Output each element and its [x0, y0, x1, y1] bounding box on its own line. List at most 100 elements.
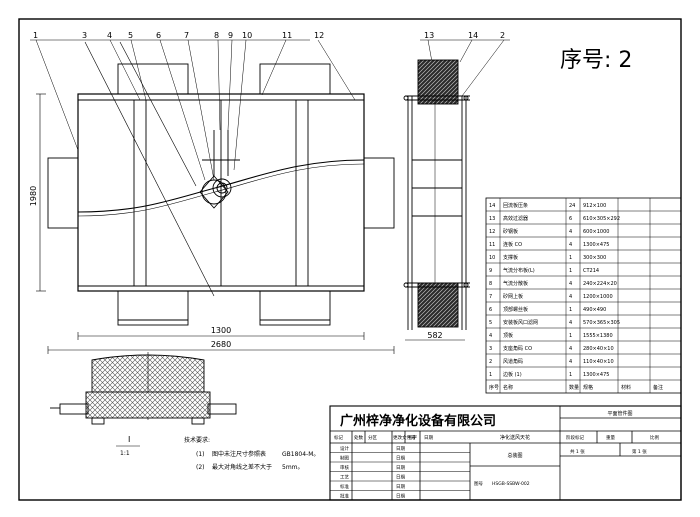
rev-header-3: 更改文件号: [393, 434, 416, 441]
top-duct-left: [117, 63, 189, 95]
drawing-type: 平面管件图: [607, 410, 632, 417]
document-name: 净化送风天花: [500, 434, 530, 441]
bom-row-no: 7: [489, 294, 492, 300]
bom-row-name: 回流板压条: [503, 202, 528, 209]
hepa-filter-top: [417, 59, 459, 105]
bom-row-qty: 4: [569, 294, 572, 300]
bom-row-qty: 1: [569, 268, 572, 274]
bom-row-spec: 300×300: [583, 255, 606, 261]
note-1-index: (1): [196, 451, 205, 458]
bom-row-no: 11: [489, 242, 495, 248]
callout-2: 2: [500, 31, 505, 40]
bom-header-1: 名称: [503, 384, 513, 391]
bom-row-name: 矽钢板: [503, 228, 518, 235]
bom-row-spec: 1300×475: [583, 242, 609, 248]
bom-row-no: 9: [489, 268, 492, 274]
bom-header-0: 序号: [489, 384, 499, 391]
technical-notes: 技术要求: (1) 图中未注尺寸参照表 GB1804-M。 (2) 最大对角线之…: [184, 436, 319, 471]
side-duct-left: [47, 157, 79, 229]
drawing-number: HSGB-SSBW-002: [492, 481, 530, 487]
company-name: 广州梓净净化设备有限公司: [340, 413, 496, 429]
role-date-label: 日期: [396, 456, 405, 462]
bom-row-qty: 4: [569, 320, 572, 326]
bom-outline: [485, 197, 682, 394]
role-date-label: 日期: [396, 484, 405, 490]
bom-row-spec: 1200×1000: [583, 294, 613, 300]
bom-row-spec: 912×100: [583, 203, 606, 209]
bom-row-no: 14: [489, 203, 495, 209]
bom-row-spec: CT214: [583, 268, 599, 274]
callout-4: 4: [107, 31, 112, 40]
bom-row-spec: 490×490: [583, 307, 606, 313]
callout-9: 9: [228, 31, 233, 40]
bom-row-qty: 24: [569, 203, 575, 209]
bom-row-name: 气流分布板(L): [503, 267, 535, 274]
sheet-index: 第 1 张: [632, 448, 647, 455]
bom-row-no: 2: [489, 359, 492, 365]
scale-label: 1:1: [120, 450, 130, 457]
plan-label-1: 重量: [606, 434, 615, 441]
rev-header-2: 分区: [368, 434, 377, 441]
note-2-tail: 5mm。: [282, 464, 304, 471]
bom-row-qty: 4: [569, 346, 572, 352]
note-1-text: 图中未注尺寸参照表: [212, 450, 266, 458]
callout-7: 7: [184, 31, 189, 40]
bom-row-spec: 600×1000: [583, 229, 609, 235]
bom-row-no: 4: [489, 333, 492, 339]
bom-row-no: 12: [489, 229, 495, 235]
dim-inner-width: 1300: [211, 326, 231, 335]
bom-header-3: 规格: [583, 384, 593, 391]
sheet-total: 共 1 张: [570, 448, 585, 455]
plan-labels: 阶段标记 重量 比例: [566, 434, 659, 441]
bom-row-no: 5: [489, 320, 492, 326]
bom-row-no: 8: [489, 281, 492, 287]
role-label: 批准: [340, 493, 349, 500]
bom-header-4: 材料: [621, 384, 631, 391]
rev-header-4: 签字: [408, 434, 417, 441]
callout-1: 1: [33, 31, 38, 40]
bom-row-qty: 4: [569, 359, 572, 365]
bom-row-qty: 1: [569, 307, 572, 313]
bom-row-name: 风道角码: [503, 358, 523, 365]
bom-row-name: 支座角码 CO: [503, 345, 532, 352]
role-date-label: 日期: [396, 465, 405, 471]
bottom-duct-right: [259, 290, 331, 326]
bom-row-name: 矽网上板: [503, 293, 523, 300]
bom-row-qty: 1: [569, 372, 572, 378]
bom-row-name: 连板 CO: [503, 241, 522, 248]
bom-row-spec: 570×365×305: [583, 320, 620, 326]
bom-row-name: 边板 (1): [503, 371, 522, 378]
side-view: [403, 59, 470, 330]
callout-14: 14: [468, 31, 478, 40]
bom-row-no: 10: [489, 255, 495, 261]
bom-row-qty: 1: [569, 255, 572, 261]
bom-row-qty: 4: [569, 281, 572, 287]
notes-title: 技术要求:: [184, 436, 210, 444]
bom-row-spec: 1300×475: [583, 372, 609, 378]
bom-row-no: 1: [489, 372, 492, 378]
callout-10: 10: [242, 31, 252, 40]
bom-row-name: 高效过滤器: [503, 215, 528, 222]
rev-header-5: 日期: [424, 435, 433, 441]
callout-5: 5: [128, 31, 133, 40]
rev-header-0: 标记: [334, 434, 343, 441]
section-label: I: [128, 435, 130, 444]
section-detail: [50, 352, 237, 425]
bom-row-spec: 280×40×10: [583, 346, 614, 352]
role-label: 工艺: [340, 475, 349, 481]
role-label: 制图: [340, 455, 349, 462]
callout-8: 8: [214, 31, 219, 40]
bom-header-5: 备注: [653, 384, 663, 391]
bom-row-name: 支撑板: [503, 254, 518, 261]
bottom-duct-left: [117, 290, 189, 326]
callout-11: 11: [282, 31, 292, 40]
callout-13: 13: [424, 31, 434, 40]
bom-row-no: 3: [489, 346, 492, 352]
dim-total-width: 2680: [211, 340, 231, 349]
assembly-label: 总装图: [507, 452, 522, 459]
bom-row-qty: 6: [569, 216, 572, 222]
role-date-label: 日期: [396, 475, 405, 481]
